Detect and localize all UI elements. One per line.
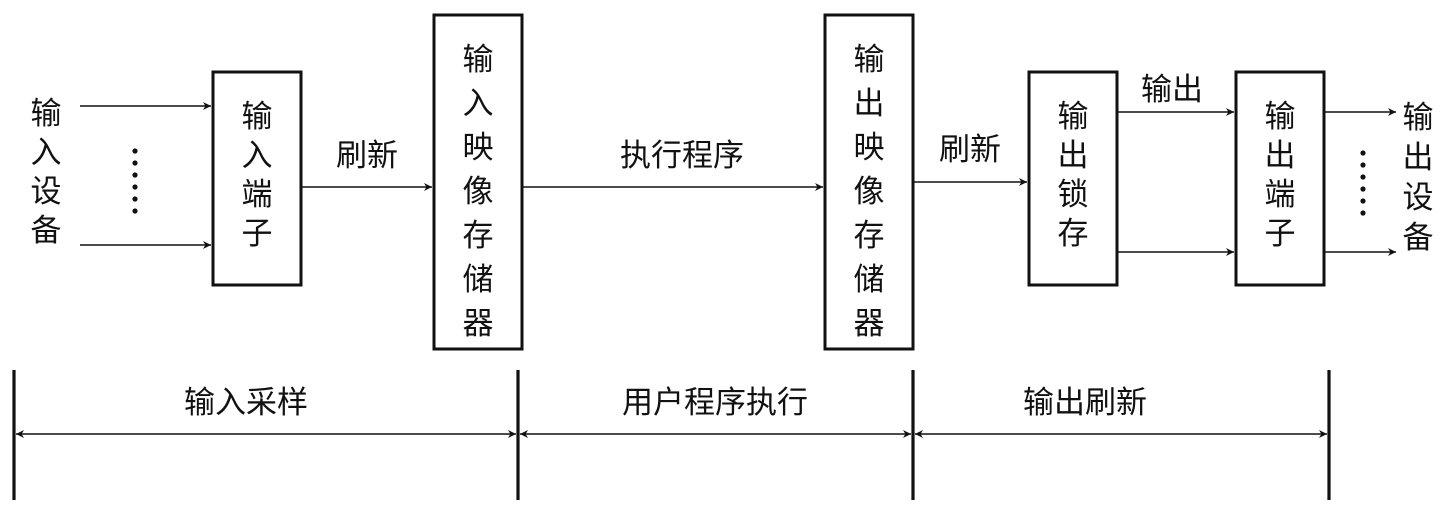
input-image-memory-label: 输入映像存储器 bbox=[463, 42, 494, 342]
input-terminal-label: 输入端子 bbox=[242, 99, 273, 252]
output-terminal-label: 输出端子 bbox=[1265, 99, 1296, 252]
output-label: 输出 bbox=[1141, 72, 1203, 108]
input-devices-label: 输入设备 bbox=[31, 96, 62, 249]
refresh-in-label: 刷新 bbox=[336, 138, 398, 174]
execute-program-label: 执行程序 bbox=[620, 138, 744, 174]
output-latch-label: 输出锁存 bbox=[1058, 99, 1089, 252]
output-devices-label: 输出设备 bbox=[1403, 100, 1434, 256]
input-image-memory-box bbox=[432, 13, 524, 351]
refresh-out-label: 刷新 bbox=[939, 132, 1001, 168]
input-terminal-box bbox=[211, 70, 303, 287]
output-terminal-box bbox=[1234, 70, 1326, 287]
phase-program-execution-label: 用户程序执行 bbox=[622, 385, 808, 421]
phase-input-sampling-label: 输入采样 bbox=[184, 385, 308, 421]
phase-output-refresh-label: 输出刷新 bbox=[1023, 385, 1147, 421]
output-latch-box bbox=[1027, 70, 1119, 287]
input-ellipsis-dots bbox=[132, 148, 138, 214]
output-ellipsis-dots bbox=[1360, 150, 1366, 216]
output-image-memory-box bbox=[823, 13, 915, 351]
output-image-memory-label: 输出映像存储器 bbox=[854, 42, 885, 342]
